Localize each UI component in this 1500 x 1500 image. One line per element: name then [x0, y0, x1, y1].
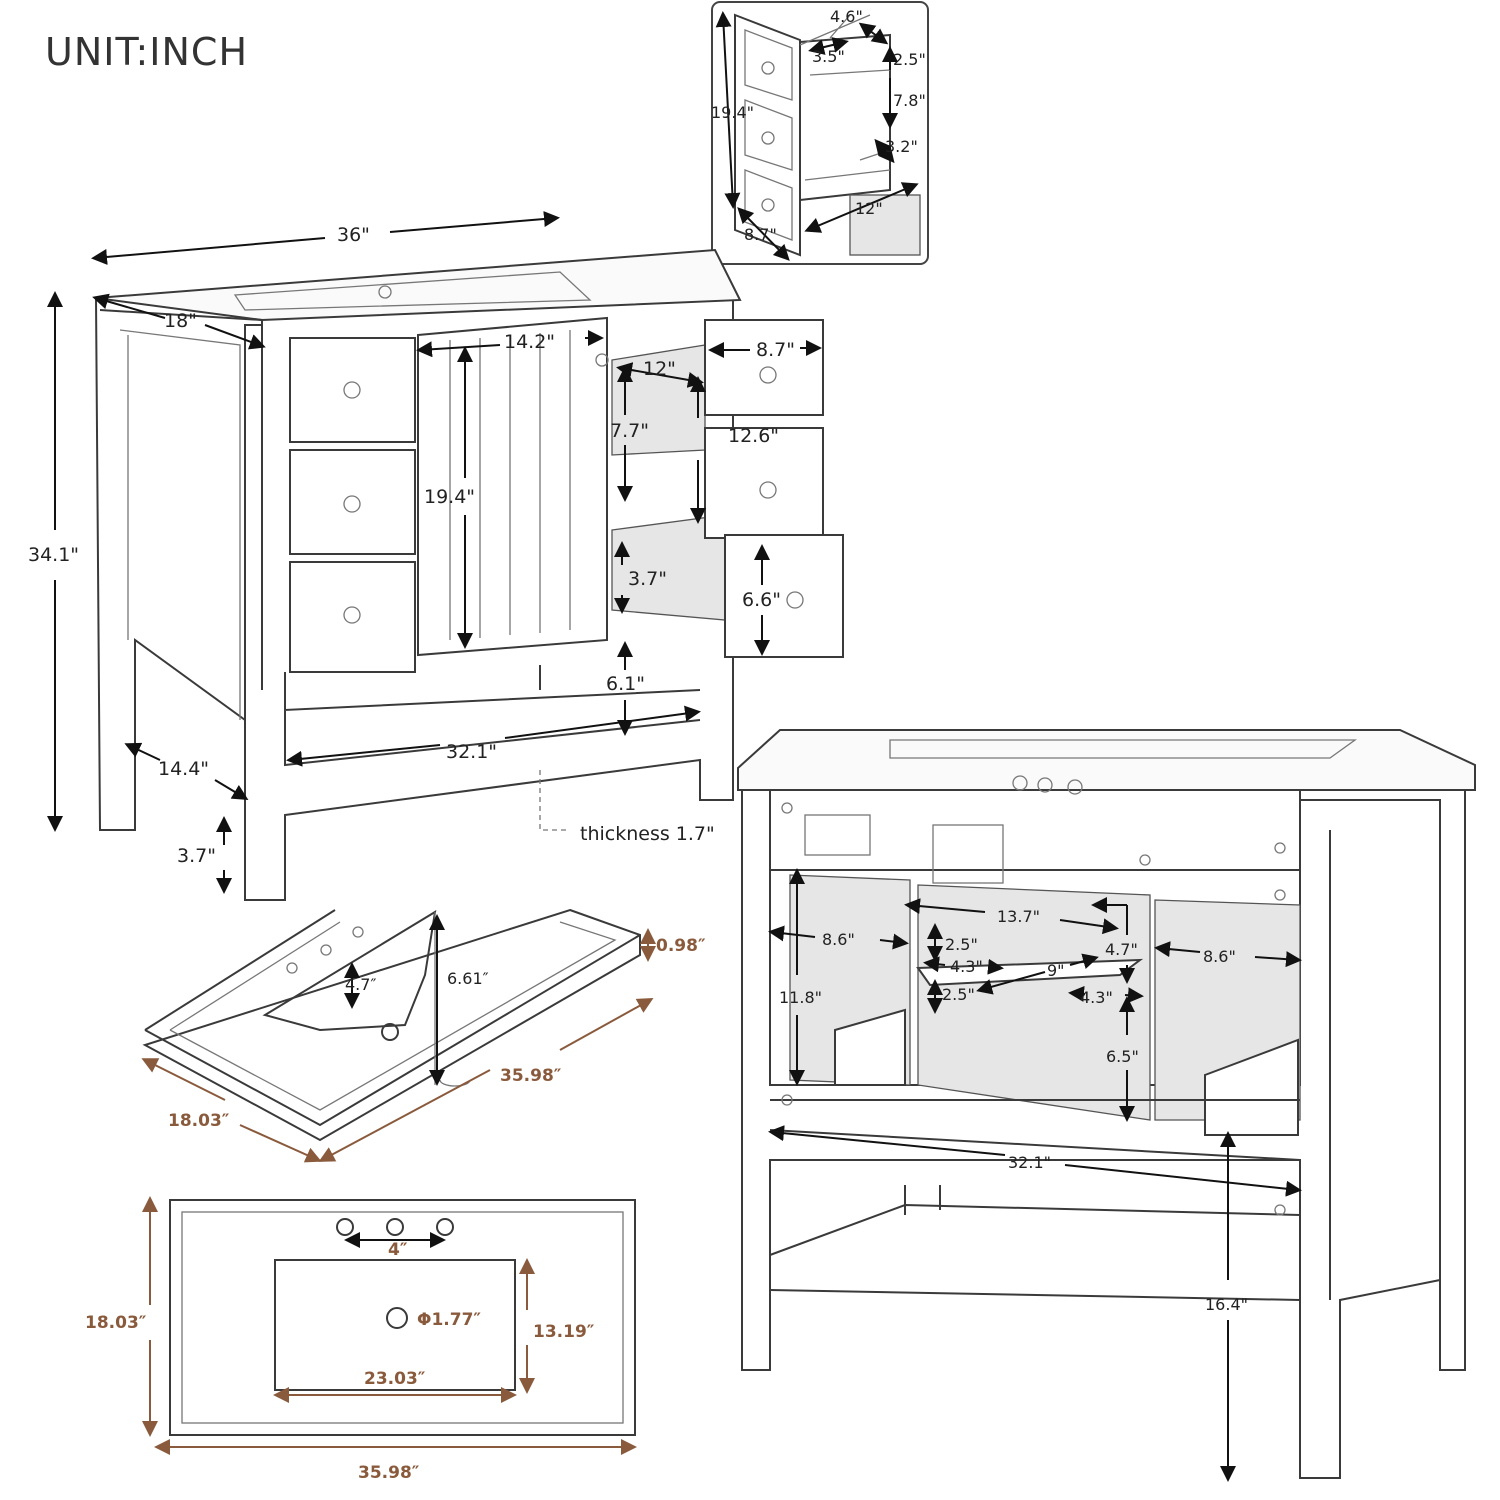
shelf-thickness: thickness 1.7" [580, 823, 715, 845]
drawer-depth: 12" [643, 358, 676, 380]
left-width: 8.6" [822, 930, 855, 949]
notch-side: 4.3" [950, 957, 983, 976]
door-height: 19.4" [424, 486, 475, 508]
shelf-width: 32.1" [446, 741, 497, 763]
sink-perspective: 0.98″ 4.7″ 6.61″ 35.98″ 18.03″ [145, 908, 706, 1160]
sink-top-view: 4″ Φ1.77″ 13.19″ 18.03″ 23.03″ 35.98″ [85, 1200, 637, 1483]
notch-side-b: 4.3" [1080, 988, 1113, 1007]
front-view-cabinet: 36" 18" 14.2" 12" 8.7" 7.7" 12.6" 19.4" … [28, 218, 844, 900]
leg-height: 3.7" [177, 845, 216, 867]
drawer-front-width: 8.7" [756, 339, 795, 361]
top-width: 18.03″ [85, 1313, 147, 1333]
sink-thickness: 0.98″ [656, 936, 706, 956]
drawer-slide-length: 12" [855, 199, 883, 218]
center-width: 13.7" [997, 907, 1040, 926]
back-view-cabinet: 13.7" 8.6" 2.5" 4.3" 4.7" 9" 8.6" 11.8" … [737, 729, 1476, 1478]
sink-width: 18.03″ [168, 1111, 230, 1131]
back-shelf-width: 32.1" [1008, 1153, 1051, 1172]
total-height: 34.1" [28, 544, 79, 566]
drawer-compartment: 3.5" [812, 47, 845, 66]
drain-diameter: Φ1.77″ [417, 1310, 481, 1330]
drawer-stack-height: 12.6" [728, 425, 779, 447]
basin-height: 13.19″ [533, 1322, 595, 1342]
drawer-lip: 3.2" [885, 137, 918, 156]
notch-bottom: 2.5" [942, 985, 975, 1004]
notch-span: 9" [1047, 961, 1065, 980]
drawer-width: 8.7" [744, 225, 777, 244]
door-width: 14.2" [504, 331, 555, 353]
side-height: 11.8" [779, 988, 822, 1007]
lower-height: 6.5" [1106, 1047, 1139, 1066]
drawer-height: 19.4" [711, 103, 754, 122]
floor-clearance: 16.4" [1205, 1295, 1248, 1314]
drawer-inner-height: 7.8" [893, 91, 926, 110]
basin-width: 23.03″ [364, 1369, 426, 1389]
right-width: 8.6" [1203, 947, 1236, 966]
drawer-top-width: 4.6" [830, 7, 863, 26]
drawer-detail-inset: 4.6" 3.5" 2.5" 19.4" 7.8" 3.2" 12" 8.7" [711, 1, 929, 265]
total-width: 36" [337, 224, 370, 246]
top-length: 35.98″ [358, 1463, 420, 1483]
basin-depth-b: 6.61″ [447, 969, 489, 988]
notch-top: 2.5" [945, 935, 978, 954]
bottom-drawer-inner: 3.7" [628, 568, 667, 590]
notch-depth: 4.7" [1105, 940, 1138, 959]
drawer-inner-height: 7.7" [610, 420, 649, 442]
basin-depth-a: 4.7″ [345, 975, 376, 994]
total-depth: 18" [164, 310, 197, 332]
faucet-spacing: 4″ [388, 1240, 408, 1260]
shelf-depth: 14.4" [158, 758, 209, 780]
shelf-gap: 6.1" [606, 673, 645, 695]
bottom-drawer-front: 6.6" [742, 589, 781, 611]
drawer-top-depth: 2.5" [893, 50, 926, 69]
sink-length: 35.98″ [500, 1066, 562, 1086]
unit-label: UNIT:INCH [45, 30, 248, 74]
